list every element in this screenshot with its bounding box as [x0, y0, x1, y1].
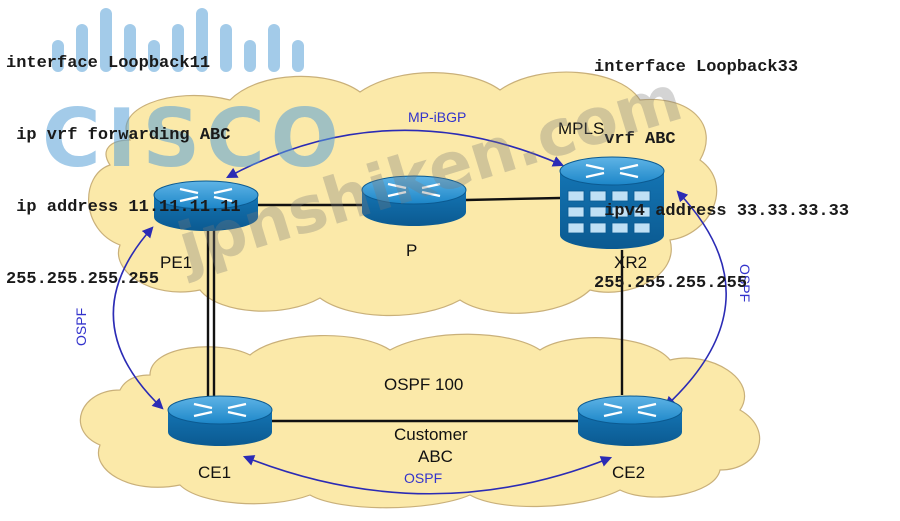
config-line: ip address 11.11.11.11	[6, 198, 241, 217]
label-ospf-right: OSPF	[737, 264, 753, 302]
config-line: interface Loopback33	[594, 58, 799, 77]
ospf-left-arrow	[112, 226, 164, 410]
label-ce2: CE2	[612, 463, 645, 482]
router-pe1[interactable]	[153, 180, 259, 231]
config-line: vrf ABC	[594, 130, 676, 149]
ospf-bottom-arrow	[242, 455, 613, 495]
label-ospf-bottom: OSPF	[404, 470, 442, 486]
label-customer: Customer	[394, 425, 468, 444]
label-ospf-100: OSPF 100	[384, 375, 463, 394]
label-mp-ibgp: MP-iBGP	[408, 109, 466, 125]
label-ce1: CE1	[198, 463, 231, 482]
label-ospf-left: OSPF	[73, 308, 89, 346]
mp-ibgp-arrow	[226, 129, 565, 179]
config-line: ip vrf forwarding ABC	[6, 126, 231, 145]
config-line: ipv4 address 33.33.33.33	[594, 202, 850, 221]
router-xr2[interactable]	[559, 156, 665, 249]
protocol-arrows	[112, 129, 727, 495]
config-loopback11: interface Loopback11 ip vrf forwarding A…	[6, 4, 241, 340]
router-p[interactable]	[361, 175, 467, 226]
config-line: 255.255.255.255	[594, 274, 748, 293]
label-xr2: XR2	[614, 253, 647, 272]
physical-links	[206, 196, 624, 423]
cisco-bars-watermark	[52, 8, 304, 72]
ospf-right-arrow	[664, 190, 727, 408]
config-line: 255.255.255.255	[6, 270, 160, 289]
label-mpls: MPLS	[558, 119, 604, 138]
label-p: P	[406, 241, 417, 260]
config-line: interface Loopback11	[6, 54, 211, 73]
link-p-xr2	[465, 196, 561, 202]
config-loopback33: interface Loopback33 vrf ABC ipv4 addres…	[594, 8, 849, 344]
cisco-logo-watermark: CISCO	[42, 92, 345, 185]
label-pe1: PE1	[160, 253, 192, 272]
router-ce1[interactable]	[167, 395, 273, 446]
router-ce2[interactable]	[577, 395, 683, 446]
label-abc: ABC	[418, 447, 453, 466]
